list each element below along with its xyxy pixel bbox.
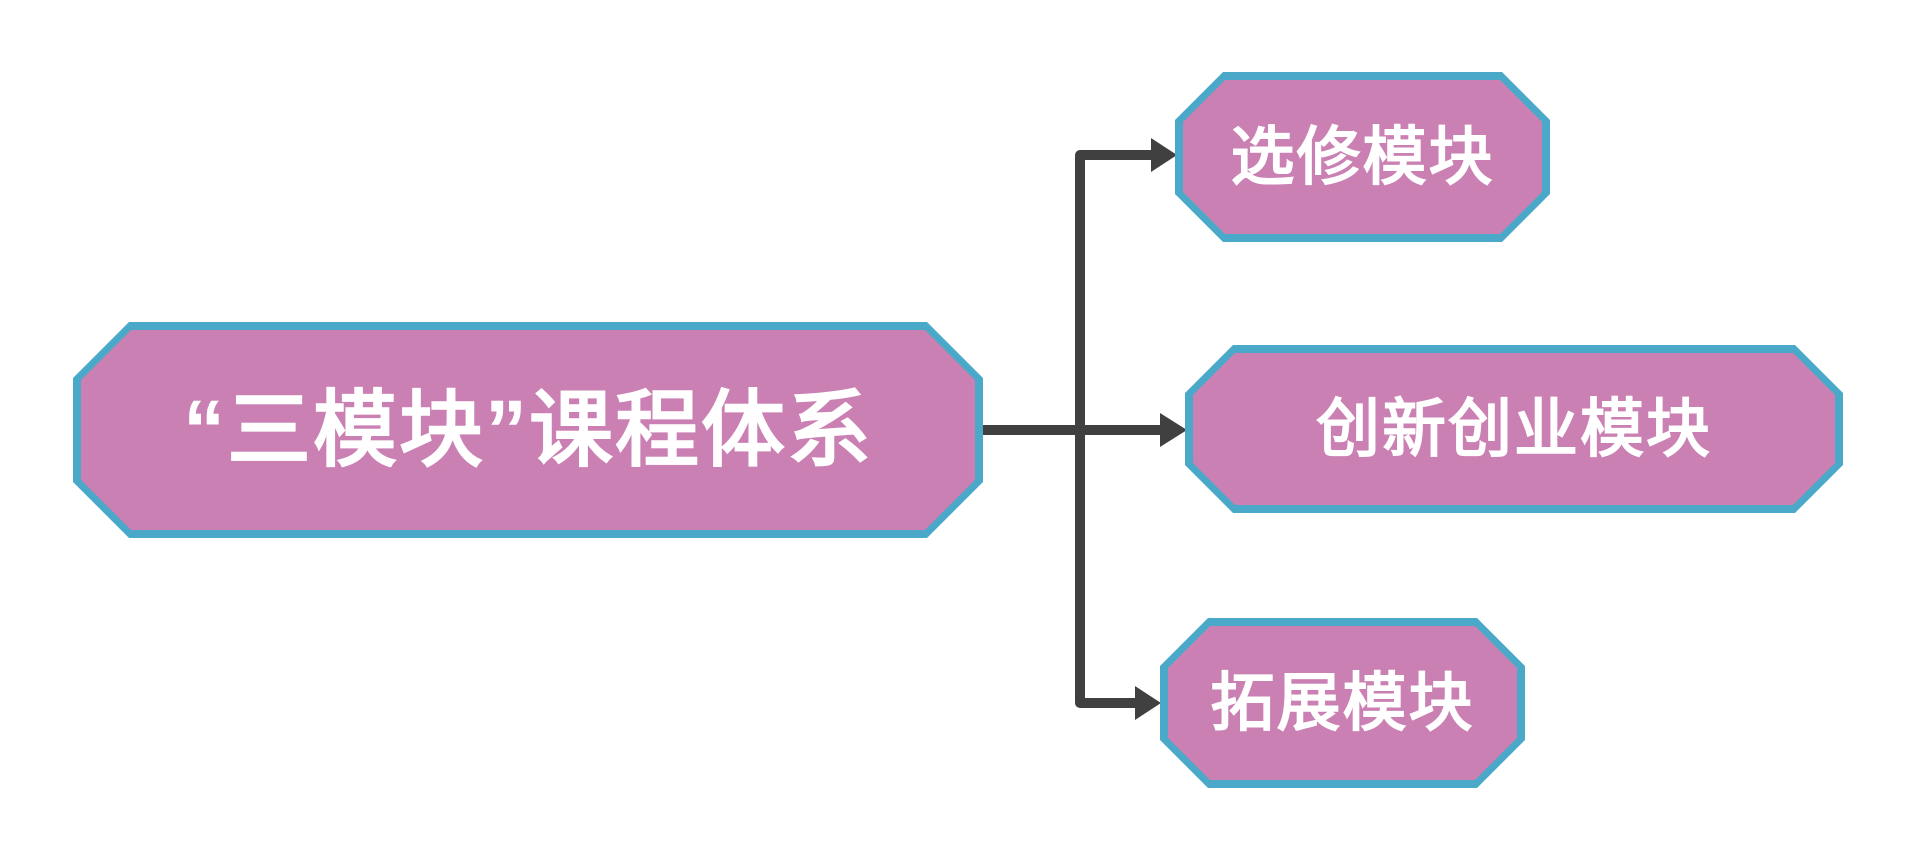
node-elective-module: 选修模块: [1175, 72, 1550, 242]
node-innovation-label: 创新创业模块: [1316, 393, 1712, 465]
node-root-curriculum-system: “三模块”课程体系: [73, 322, 983, 538]
arrowhead-bottom-icon: [1135, 686, 1161, 720]
connector-branch-trunk: [1075, 150, 1152, 708]
node-expansion-surface: 拓展模块: [1168, 626, 1517, 780]
node-innovation-entrepreneurship-module: 创新创业模块: [1185, 345, 1843, 513]
node-expansion-label: 拓展模块: [1210, 667, 1475, 739]
node-elective-label: 选修模块: [1230, 121, 1495, 193]
node-expansion-module: 拓展模块: [1160, 618, 1525, 788]
arrowhead-top-icon: [1151, 138, 1177, 172]
node-innovation-surface: 创新创业模块: [1193, 353, 1835, 505]
node-elective-surface: 选修模块: [1183, 80, 1542, 234]
node-root-label: “三模块”课程体系: [182, 383, 873, 477]
node-root-surface: “三模块”课程体系: [81, 330, 975, 530]
arrowhead-middle-icon: [1160, 413, 1187, 447]
